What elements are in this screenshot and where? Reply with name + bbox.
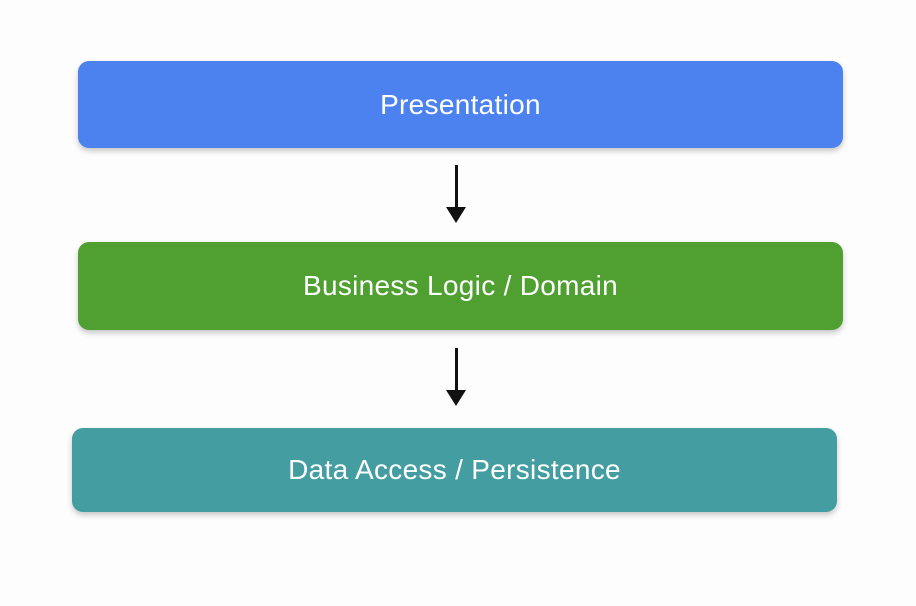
arrow-shaft [454, 165, 458, 207]
arrow-down-icon [445, 348, 467, 406]
layer-box-business-logic: Business Logic / Domain [78, 242, 843, 330]
layer-label-business-logic: Business Logic / Domain [302, 270, 619, 301]
arrow-head [446, 207, 466, 223]
layer-label-data-access: Data Access / Persistence [288, 454, 621, 485]
arrow-down-icon [445, 165, 467, 223]
arrow-head [446, 390, 466, 406]
layer-box-data-access: Data Access / Persistence [72, 428, 837, 512]
arrow-shaft [454, 348, 458, 390]
layer-label-presentation: Presentation [380, 88, 541, 120]
layer-box-presentation: Presentation [78, 61, 843, 148]
